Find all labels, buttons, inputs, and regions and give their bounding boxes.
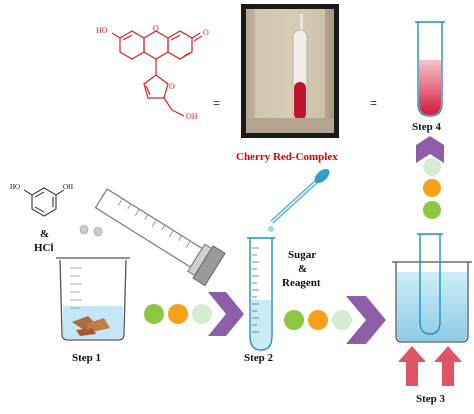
step2-label: Step 2 [244, 352, 274, 364]
heat-arrow-1 [398, 346, 426, 386]
dot-row1-green [144, 304, 164, 324]
sugar-amp: & [298, 263, 308, 275]
step2-test-tube [247, 237, 275, 351]
dot-row1-pale [192, 304, 212, 324]
label-o-ketone: O [203, 28, 209, 37]
reagent-label: Reagent [282, 277, 321, 289]
heat-arrow-2 [434, 346, 462, 386]
step1-beaker [56, 257, 130, 341]
label-ho-resorcinol-2: OH [63, 183, 74, 191]
step3-label: Step 3 [416, 393, 446, 405]
hcl-label: HCl [34, 242, 54, 254]
step4-test-tube [415, 21, 445, 117]
dot-step4-green [423, 201, 441, 219]
dot-row1-orange [168, 304, 188, 324]
arrow-right-purple-2 [346, 296, 386, 344]
dot-row2-pale [332, 310, 352, 330]
label-o-furan: O [169, 82, 175, 91]
step3-water-bath [392, 233, 472, 343]
dropper [268, 168, 330, 232]
sugar-label: Sugar [288, 249, 317, 261]
equals-sign-1: = [213, 96, 221, 110]
dot-step4-orange [423, 179, 441, 197]
equals-sign-2: = [370, 96, 378, 110]
hcl-amp: & [40, 228, 50, 240]
label-ho-top: HO [96, 26, 108, 35]
droplet-1 [79, 224, 89, 235]
graduated-cylinder [94, 188, 226, 287]
label-o-xanthene: O [153, 24, 159, 33]
dot-step4-pale [423, 158, 441, 176]
label-oh-tail: OH [186, 112, 198, 121]
dot-row2-orange [308, 310, 328, 330]
dot-row2-green [284, 310, 304, 330]
step1-label: Step 1 [72, 352, 102, 364]
droplet-2 [93, 226, 103, 237]
step4-label: Step 4 [412, 121, 442, 133]
complex-label: Cherry Red-Complex [236, 151, 338, 163]
arrow-right-purple-1 [208, 292, 244, 336]
resorcinol-structure [23, 187, 65, 217]
label-ho-resorcinol-1: HO [10, 183, 21, 191]
chromophore-structure [111, 30, 203, 117]
photo-red-tube [241, 4, 339, 138]
arrow-up-purple [416, 136, 444, 163]
